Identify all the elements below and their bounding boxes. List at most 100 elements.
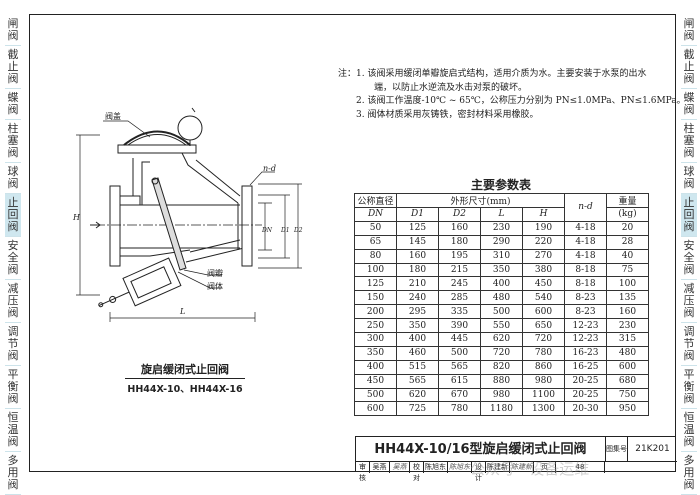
side-tab[interactable]: 止回阀 (5, 194, 21, 237)
table-cell: 750 (606, 387, 649, 403)
dimension-lines (76, 120, 302, 322)
table-cell: 565 (438, 359, 481, 375)
table-cell: 80 (354, 248, 397, 264)
side-tab[interactable]: 恒温阀 (681, 409, 697, 452)
side-tab[interactable]: 止回阀 (681, 194, 697, 237)
table-cell: 4-18 (564, 234, 607, 250)
table-cell: 190 (522, 220, 565, 236)
table-cell: 480 (606, 345, 649, 361)
table-cell: 75 (606, 262, 649, 278)
side-tab[interactable]: 闸阀 (5, 15, 21, 46)
table-cell: 620 (396, 387, 439, 403)
signature-cell: 页 (534, 462, 556, 473)
table-cell: 8-18 (564, 262, 607, 278)
side-tab[interactable]: 调节阀 (5, 323, 21, 366)
table-cell: 220 (522, 234, 565, 250)
table-cell: 285 (438, 290, 481, 306)
table-cell: 725 (396, 401, 439, 417)
table-cell: 380 (522, 262, 565, 278)
table-cell: 620 (480, 332, 523, 347)
table-cell: 720 (480, 345, 523, 361)
table-cell: 600 (522, 304, 565, 320)
table-cell: 215 (438, 262, 481, 278)
table-cell: 500 (480, 304, 523, 320)
side-tab[interactable]: 蝶阀 (681, 89, 697, 120)
side-tab[interactable]: 柱塞阀 (681, 120, 697, 163)
table-cell: 230 (606, 318, 649, 334)
side-tab[interactable]: 调节阀 (681, 323, 697, 366)
table-cell: 400 (480, 276, 523, 292)
side-tab[interactable]: 闸阀 (681, 15, 697, 46)
table-cell: 230 (480, 220, 523, 236)
side-tab[interactable]: 减压阀 (5, 280, 21, 323)
side-tab[interactable]: 截止阀 (681, 46, 697, 89)
table-cell: 780 (438, 401, 481, 417)
table-cell: 180 (438, 234, 481, 250)
table-cell: 1180 (480, 401, 523, 417)
side-tabs-right: 闸阀截止阀蝶阀柱塞阀球阀止回阀安全阀减压阀调节阀平衡阀恒温阀多用阀 (677, 15, 700, 495)
table-cell: 195 (438, 248, 481, 264)
side-tab[interactable]: 平衡阀 (681, 366, 697, 409)
table-cell: 20-25 (564, 387, 607, 403)
table-cell: 780 (522, 345, 565, 361)
signature-cell: 陈旭东 (449, 462, 472, 473)
header-dims: 外形尺寸(mm) (396, 193, 565, 208)
table-cell: 650 (522, 318, 565, 334)
table-cell: 8-18 (564, 276, 607, 292)
table-cell: 315 (606, 332, 649, 347)
table-cell: 245 (438, 276, 481, 292)
side-tab[interactable]: 柱塞阀 (5, 120, 21, 163)
side-tab[interactable]: 球阀 (5, 163, 21, 194)
table-cell: 65 (354, 234, 397, 250)
header-dn: 公称直径 (354, 193, 397, 208)
label-l: L (179, 307, 185, 316)
side-tab[interactable]: 球阀 (681, 163, 697, 194)
table-cell: 600 (354, 401, 397, 417)
label-d1: D1 (280, 227, 290, 234)
side-tab[interactable]: 安全阀 (5, 237, 21, 280)
table-cell: 950 (606, 401, 649, 417)
table-cell: 200 (354, 304, 397, 320)
side-tab[interactable]: 安全阀 (681, 237, 697, 280)
side-tab[interactable]: 减压阀 (681, 280, 697, 323)
table-cell: 135 (606, 290, 649, 306)
drawing-frame (29, 14, 676, 472)
side-tab[interactable]: 平衡阀 (5, 366, 21, 409)
note-3: 3. 阀体材质采用灰铸铁，密封材料采用橡胶。 (356, 109, 539, 120)
table-cell: 400 (396, 332, 439, 347)
table-cell: 450 (354, 373, 397, 389)
table-cell: 290 (480, 234, 523, 250)
table-cell: 515 (396, 359, 439, 375)
table-cell: 160 (396, 248, 439, 264)
table-cell: 4-18 (564, 248, 607, 264)
table-cell: 310 (480, 248, 523, 264)
side-tab[interactable]: 蝶阀 (5, 89, 21, 120)
table-cell: 160 (438, 220, 481, 236)
note-1-cont: 端，以防止水逆流及水击对泵的破坏。 (374, 82, 528, 93)
side-tab[interactable]: 恒温阀 (5, 409, 21, 452)
sub-h: H (522, 207, 565, 222)
table-cell: 550 (480, 318, 523, 334)
notes-prefix: 注： (338, 69, 357, 79)
table-cell: 50 (354, 220, 397, 236)
table-cell: 680 (606, 373, 649, 389)
table-cell: 145 (396, 234, 439, 250)
table-cell: 12-23 (564, 318, 607, 334)
label-body: 阀体 (207, 281, 223, 291)
table-cell: 270 (522, 248, 565, 264)
table-cell: 1100 (522, 387, 565, 403)
label-disc: 阀瓣 (207, 268, 223, 278)
table-cell: 16-25 (564, 359, 607, 375)
side-tab[interactable]: 截止阀 (5, 46, 21, 89)
table-cell: 980 (480, 387, 523, 403)
label-bonnet: 阀盖 (105, 111, 121, 121)
table-cell: 250 (354, 318, 397, 334)
